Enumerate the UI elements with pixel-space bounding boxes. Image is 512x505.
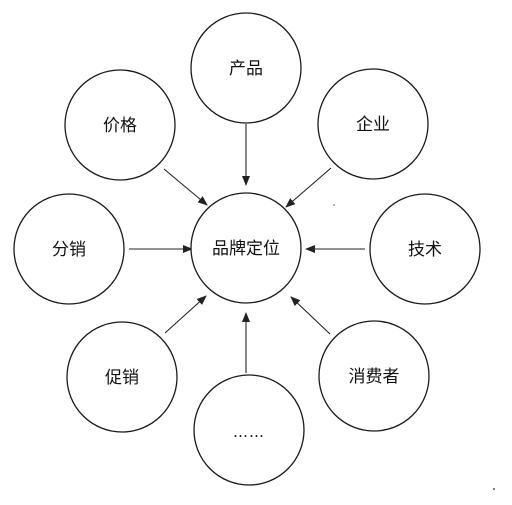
- center-node-circle: [190, 192, 302, 304]
- node-top: 产品: [190, 12, 302, 124]
- stray-dot: [493, 488, 495, 490]
- node-right-circle: [369, 193, 481, 305]
- node-top-circle: [190, 12, 302, 124]
- node-bottom-right-circle: [318, 320, 430, 432]
- node-top-left-label: 价格: [103, 116, 137, 136]
- node-top-right-label: 企业: [356, 115, 390, 135]
- node-left: 分销: [13, 193, 125, 305]
- arrow-top-left-to-center: [163, 168, 208, 206]
- node-right-label: 技术: [408, 240, 442, 260]
- node-left-label: 分销: [52, 240, 86, 260]
- node-top-left: 价格: [64, 69, 176, 181]
- node-top-right-circle: [317, 68, 429, 180]
- node-top-right: 企业: [317, 68, 429, 180]
- node-left-circle: [13, 193, 125, 305]
- stray-dot: [333, 204, 335, 206]
- node-bottom-left-circle: [66, 321, 178, 433]
- arrow-bottom-left-to-center: [164, 295, 207, 334]
- node-top-label: 产品: [229, 59, 263, 79]
- node-right: 技术: [369, 193, 481, 305]
- node-bottom-left-label: 促销: [105, 368, 139, 388]
- arrow-bottom-right-to-center: [290, 296, 331, 335]
- node-bottom: ……: [193, 374, 305, 486]
- center-node: 品牌定位: [190, 192, 302, 304]
- node-bottom-right-label: 消费者: [349, 367, 400, 387]
- node-bottom-label: ……: [233, 423, 265, 441]
- node-top-left-circle: [64, 69, 176, 181]
- node-bottom-circle: [193, 374, 305, 486]
- arrow-top-right-to-center: [285, 167, 332, 208]
- center-node-label: 品牌定位: [212, 239, 280, 259]
- arrows: [129, 124, 365, 373]
- node-bottom-right: 消费者: [318, 320, 430, 432]
- node-bottom-left: 促销: [66, 321, 178, 433]
